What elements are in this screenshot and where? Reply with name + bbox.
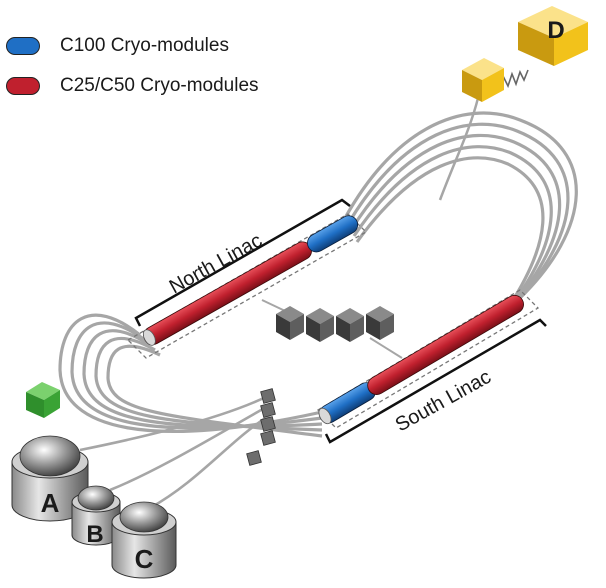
hall-d-tagger — [462, 58, 504, 102]
north-linac-bracket — [134, 198, 351, 327]
hall-d-label: D — [547, 17, 564, 44]
east-arcs — [343, 111, 578, 315]
south-linac-c25c50-cylinder — [367, 294, 524, 395]
c25c50-swatch — [6, 77, 40, 95]
c100-legend-label: C100 Cryo-modules — [60, 35, 229, 56]
hall-c: C — [111, 501, 177, 579]
south-linac-bracket — [324, 318, 547, 444]
hall-b-label: B — [86, 521, 103, 548]
hall-c-label: C — [135, 544, 154, 574]
legend-item-c100: C100 Cryo-modules — [6, 35, 229, 57]
south-linac-cryomodules — [318, 294, 524, 425]
legend-item-c25c50: C25/C50 Cryo-modules — [6, 75, 259, 97]
injector — [26, 382, 60, 418]
c100-swatch — [6, 37, 40, 55]
switchyard-magnets — [246, 388, 276, 466]
north-linac-c100-cylinder — [307, 215, 359, 253]
central-units — [276, 306, 394, 342]
hall-d-beamline — [438, 69, 529, 201]
north-linac-cryomodules — [142, 215, 359, 346]
hall-d: D — [518, 6, 588, 66]
c25c50-legend-label: C25/C50 Cryo-modules — [60, 75, 259, 96]
hall-a-label: A — [41, 488, 60, 518]
central-unit-4 — [366, 306, 394, 340]
central-unit-3 — [336, 308, 364, 342]
switchyard-lines — [79, 393, 271, 510]
central-unit-2 — [306, 308, 334, 342]
central-unit-1 — [276, 306, 304, 340]
hall-a: A — [11, 435, 89, 522]
west-arcs — [58, 313, 323, 438]
hall-b: B — [71, 485, 121, 548]
